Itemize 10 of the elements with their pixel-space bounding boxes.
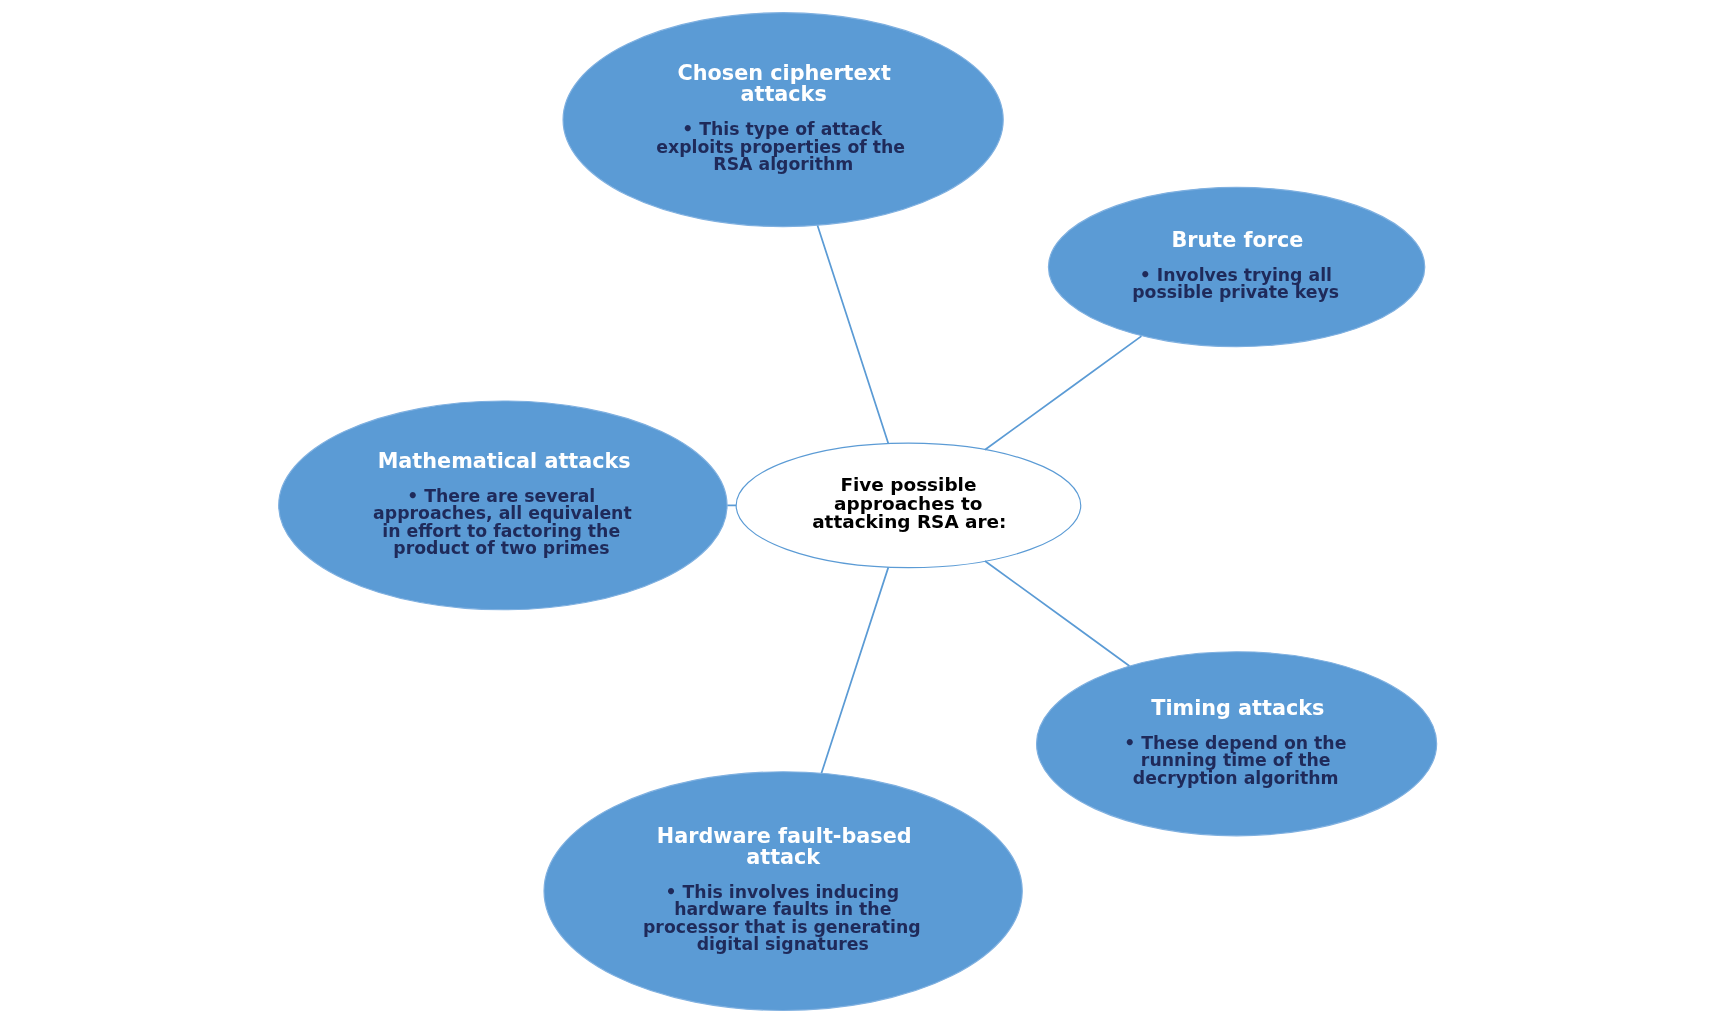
connector bbox=[820, 566, 889, 775]
node-ellipse: Five possible approaches to attacking RSA are: bbox=[735, 442, 1081, 569]
connector bbox=[983, 335, 1142, 451]
node-ellipse: Hardware fault-based attack • This involves inducing hardware faults in the processor that is generating digital signatures bbox=[542, 771, 1023, 1012]
node-ellipse: Mathematical attacks • There are several approaches, all equivalent in effort to factoring the product of two primes bbox=[277, 400, 728, 611]
node-ellipse: Timing attacks • These depend on the running time of the decryption algorithm bbox=[1035, 651, 1437, 837]
node-ellipse: Brute force • Involves trying all possible private keys bbox=[1047, 186, 1425, 348]
node-ellipse: Chosen ciphertext attacks • This type of attack exploits properties of the RSA algorithm bbox=[561, 12, 1004, 228]
connector bbox=[983, 560, 1130, 667]
connector bbox=[816, 224, 889, 445]
